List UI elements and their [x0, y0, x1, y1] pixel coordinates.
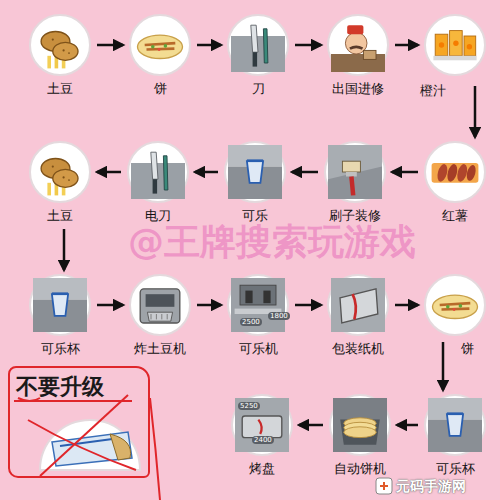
flow-arrow [395, 44, 418, 47]
flow-arrow [392, 171, 418, 174]
flow-arrow [195, 171, 218, 174]
item-label: 橙汁 [420, 83, 446, 100]
watermark: @王牌搜索玩游戏 [128, 218, 416, 267]
flow-arrow [197, 304, 221, 307]
flow-arrow [295, 44, 321, 47]
item-label: 土豆 [47, 81, 73, 98]
upgrade-circle: 饼 [129, 14, 191, 76]
site-logo [376, 478, 392, 494]
upgrade-circle: 自动饼机 [329, 394, 391, 456]
shawarma-art [40, 420, 140, 470]
upgrade-circle: 红薯 [424, 141, 486, 203]
upgrade-circle: 刷子装修 [324, 141, 386, 203]
flow-arrow [63, 229, 66, 270]
upgrade-circle: 炸土豆机 [129, 274, 191, 336]
upgrade-circle: 橙汁 [424, 14, 486, 76]
flow-arrow [292, 171, 318, 174]
upgrade-circle: 电刀 [127, 141, 189, 203]
site-watermark: 元码手游网 [396, 478, 466, 496]
flow-arrow [442, 342, 445, 390]
flow-arrow [295, 304, 321, 307]
upgrade-circle: 可乐杯 [29, 274, 91, 336]
flow-arrow [97, 304, 123, 307]
upgrade-circle: 出国进修 [327, 14, 389, 76]
item-label: 可乐杯 [41, 341, 80, 358]
flow-arrow [97, 44, 123, 47]
red-cross-mark [18, 395, 160, 500]
upgrade-circle: 可乐 [224, 141, 286, 203]
price-tag: 2400 [252, 436, 274, 444]
flow-arrow [97, 171, 121, 174]
upgrade-circle: 包装纸机 [327, 274, 389, 336]
item-label: 包装纸机 [332, 341, 384, 358]
item-label: 可乐杯 [436, 461, 475, 478]
item-label: 饼 [154, 81, 167, 98]
flow-arrow [395, 304, 418, 307]
price-tag: 2500 [240, 318, 262, 326]
upgrade-circle: 土豆 [29, 14, 91, 76]
underline [14, 400, 132, 402]
flow-arrow [397, 424, 418, 427]
item-label: 炸土豆机 [134, 341, 186, 358]
item-label: 烤盘 [249, 461, 275, 478]
upgrade-circle: 可乐杯 [424, 394, 486, 456]
item-label: 饼 [461, 341, 474, 358]
upgrade-circle: 土豆 [29, 141, 91, 203]
flow-arrow [474, 86, 477, 137]
item-label: 红薯 [442, 208, 468, 225]
upgrade-circle: 刀 [227, 14, 289, 76]
price-tag: 1800 [268, 312, 290, 320]
item-label: 自动饼机 [334, 461, 386, 478]
item-label: 刀 [252, 81, 265, 98]
item-label: 出国进修 [332, 81, 384, 98]
flow-arrow [197, 44, 221, 47]
upgrade-circle: 可乐机 [227, 274, 289, 336]
upgrade-circle: 饼 [424, 274, 486, 336]
flow-arrow [299, 424, 323, 427]
item-label: 可乐机 [239, 341, 278, 358]
price-tag: 5250 [238, 402, 260, 410]
warning-text: 不要升级 [16, 372, 104, 402]
warning-box: 不要升级 [8, 366, 150, 478]
item-label: 土豆 [47, 208, 73, 225]
